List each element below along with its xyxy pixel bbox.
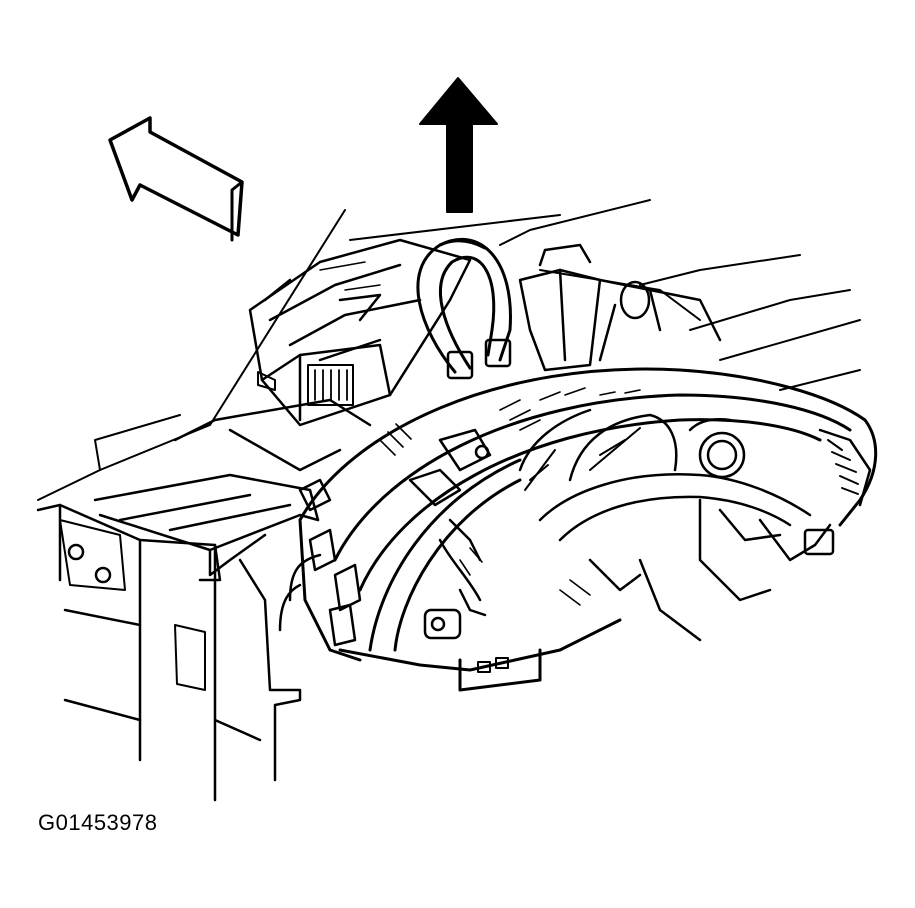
steering-column-opening <box>538 473 835 642</box>
detail-hatching <box>379 387 641 606</box>
background-panel-lines <box>37 199 861 501</box>
outline-arrow-icon <box>108 116 244 242</box>
air-duct <box>93 398 372 577</box>
figure-id-label: G01453978 <box>38 810 158 835</box>
electronic-module <box>248 238 472 427</box>
instrument-cluster-housing <box>298 367 878 692</box>
left-mounting-bracket <box>36 503 302 802</box>
cluster-left-connectors <box>278 428 492 647</box>
gauge-openings <box>518 408 872 507</box>
solid-arrow-up-icon <box>419 77 498 213</box>
upper-right-brackets <box>518 243 722 372</box>
wiring-harness-loop <box>416 238 512 380</box>
